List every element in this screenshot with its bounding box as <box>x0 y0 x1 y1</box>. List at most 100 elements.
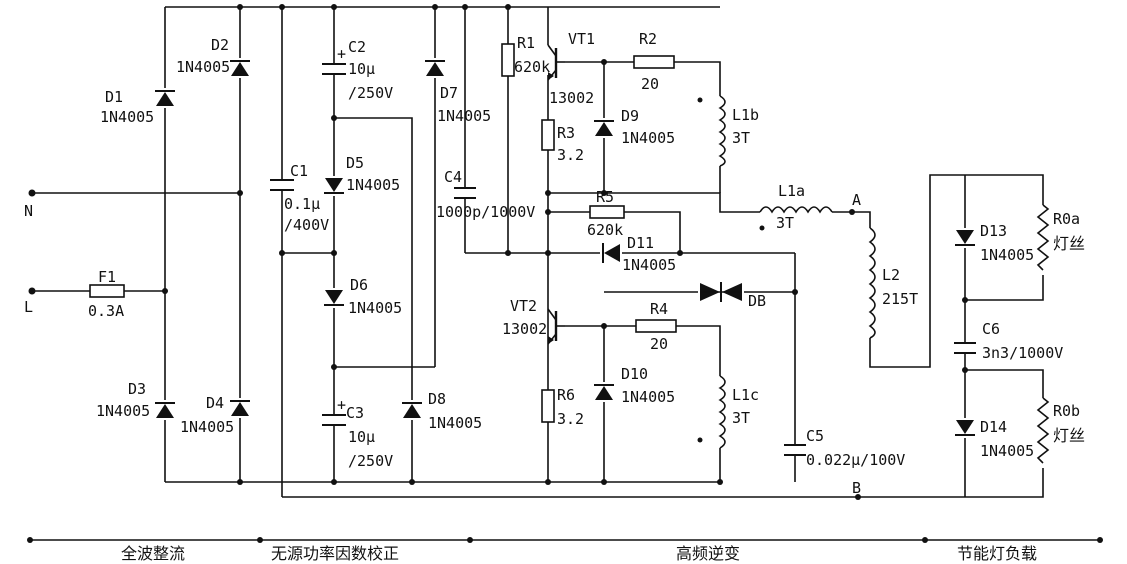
fuse-f1: F1 0.3A <box>88 268 125 320</box>
d2-value: 1N4005 <box>176 58 230 76</box>
section-pfc: 无源功率因数校正 <box>271 544 399 563</box>
c1-label: C1 <box>290 162 308 180</box>
r2-value: 20 <box>641 75 659 93</box>
capacitor-c5: C5 0.022μ/100V <box>784 427 905 469</box>
d13-label: D13 <box>980 222 1007 240</box>
r4-value: 20 <box>650 335 668 353</box>
db-label: DB <box>748 292 766 310</box>
d11-value: 1N4005 <box>622 256 676 274</box>
resistor-r5: R5 620k <box>587 188 625 239</box>
c4-label: C4 <box>444 168 462 186</box>
junctions <box>27 4 1103 543</box>
diode-d10: D10 1N4005 <box>593 365 675 406</box>
r3-label: R3 <box>557 124 575 142</box>
capacitor-c6: C6 3n3/1000V <box>954 320 1063 362</box>
d6-label: D6 <box>350 276 368 294</box>
capacitor-c2: + C2 10μ /250V <box>322 38 393 102</box>
inductor-l1c: L1c 3T <box>697 375 759 449</box>
d14-label: D14 <box>980 418 1007 436</box>
r5-label: R5 <box>596 188 614 206</box>
diode-d5: D5 1N4005 <box>323 154 400 196</box>
terminal-n: N <box>24 202 33 220</box>
svg-text:+: + <box>337 396 346 414</box>
diode-d7: D7 1N4005 <box>424 58 491 125</box>
diode-d14: D14 1N4005 <box>954 418 1034 460</box>
inductor-l1b: L1b 3T <box>697 95 759 167</box>
section-load: 节能灯负载 <box>957 544 1037 563</box>
d6-value: 1N4005 <box>348 299 402 317</box>
d5-label: D5 <box>346 154 364 172</box>
r6-label: R6 <box>557 386 575 404</box>
capacitor-c4: C4 1000p/1000V <box>436 168 535 221</box>
diode-d11: D11 1N4005 <box>600 234 676 274</box>
d8-value: 1N4005 <box>428 414 482 432</box>
d4-value: 1N4005 <box>180 418 234 436</box>
l2-label: L2 <box>882 266 900 284</box>
inductor-l1a: L1a 3T A <box>759 182 861 232</box>
l1b-value: 3T <box>732 129 750 147</box>
svg-text:+: + <box>337 45 346 63</box>
d4-label: D4 <box>206 394 224 412</box>
terminal-b: B <box>852 479 861 497</box>
vt2-label: VT2 <box>510 297 537 315</box>
section-rectifier: 全波整流 <box>121 544 185 563</box>
c3-label: C3 <box>346 404 364 422</box>
filament-r0b: R0b 灯丝 <box>1036 397 1085 468</box>
diode-d4: D4 1N4005 <box>180 394 251 436</box>
terminal-l: L <box>24 298 33 316</box>
diode-d3: D3 1N4005 <box>96 380 176 420</box>
wires <box>30 6 1100 541</box>
d3-value: 1N4005 <box>96 402 150 420</box>
r0a-label: R0a <box>1053 210 1080 228</box>
r3-value: 3.2 <box>557 146 584 164</box>
c2-rating: /250V <box>348 84 393 102</box>
d2-label: D2 <box>211 36 229 54</box>
vt2-value: 13002 <box>502 320 547 338</box>
r2-label: R2 <box>639 30 657 48</box>
c2-value: 10μ <box>348 60 375 78</box>
diode-d2: D2 1N4005 <box>176 36 251 78</box>
f1-label: F1 <box>98 268 116 286</box>
resistor-r2: R2 20 <box>633 30 675 93</box>
capacitor-c1: C1 0.1μ /400V <box>270 162 329 234</box>
d3-label: D3 <box>128 380 146 398</box>
filament-r0a: R0a 灯丝 <box>1036 204 1085 275</box>
c6-value: 3n3/1000V <box>982 344 1063 362</box>
r1-label: R1 <box>517 34 535 52</box>
d7-value: 1N4005 <box>437 107 491 125</box>
c1-rating: /400V <box>284 216 329 234</box>
d9-label: D9 <box>621 107 639 125</box>
d1-value: 1N4005 <box>100 108 154 126</box>
diode-d8: D8 1N4005 <box>401 390 482 432</box>
c1-value: 0.1μ <box>284 195 320 213</box>
d8-label: D8 <box>428 390 446 408</box>
r6-value: 3.2 <box>557 410 584 428</box>
c3-value: 10μ <box>348 428 375 446</box>
inductor-l2: L2 215T <box>862 227 918 339</box>
diode-d13: D13 1N4005 <box>954 222 1034 264</box>
resistor-r6: R6 3.2 <box>541 386 584 428</box>
resistor-r1: R1 620k <box>501 34 550 77</box>
d1-label: D1 <box>105 88 123 106</box>
r1-value: 620k <box>514 58 550 76</box>
d11-label: D11 <box>627 234 654 252</box>
l1c-value: 3T <box>732 409 750 427</box>
l2-value: 215T <box>882 290 918 308</box>
transistor-vt2: VT2 13002 <box>502 297 565 345</box>
l1c-label: L1c <box>732 386 759 404</box>
diac-db: DB <box>698 282 766 310</box>
l1a-label: L1a <box>778 182 805 200</box>
resistor-r4: R4 20 <box>635 300 677 353</box>
r5-value: 620k <box>587 221 623 239</box>
c2-label: C2 <box>348 38 366 56</box>
d9-value: 1N4005 <box>621 129 675 147</box>
capacitor-c3: + C3 10μ /250V <box>322 396 393 470</box>
l1b-label: L1b <box>732 106 759 124</box>
r0b-label: R0b <box>1053 402 1080 420</box>
d14-value: 1N4005 <box>980 442 1034 460</box>
d5-value: 1N4005 <box>346 176 400 194</box>
d10-label: D10 <box>621 365 648 383</box>
c3-rating: /250V <box>348 452 393 470</box>
vt1-value: 13002 <box>549 89 594 107</box>
l1a-value: 3T <box>776 214 794 232</box>
